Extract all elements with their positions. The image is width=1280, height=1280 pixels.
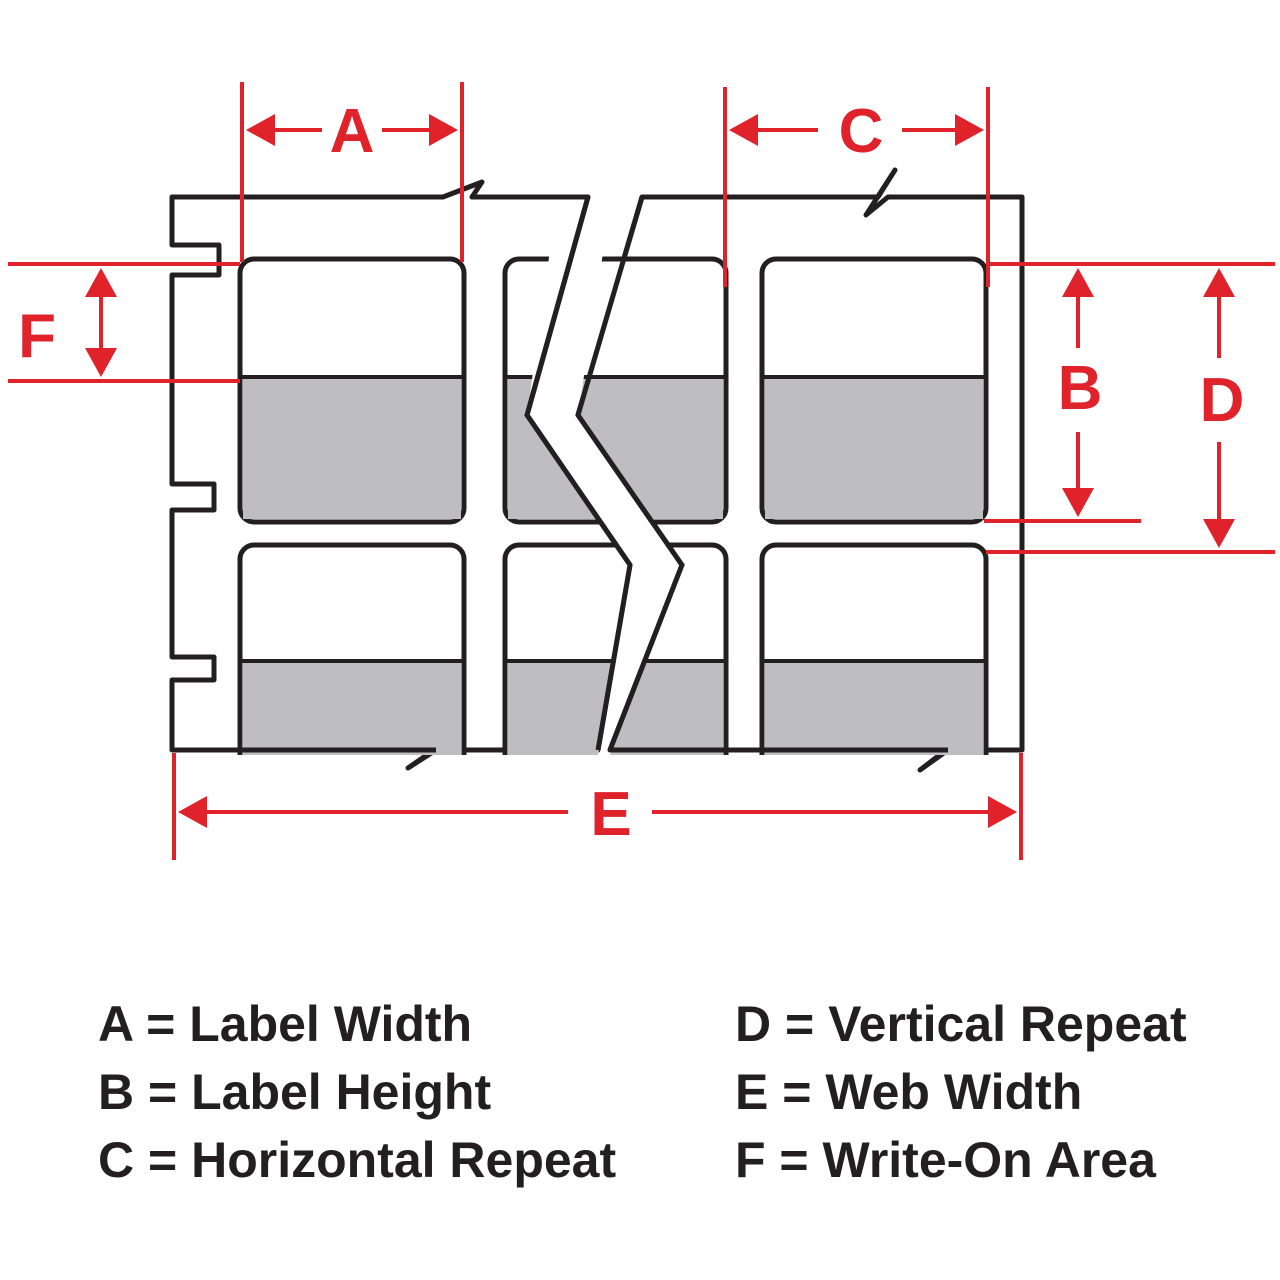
dimension-letter-d: D xyxy=(1200,366,1245,435)
dimension-letter-b: B xyxy=(1058,354,1103,423)
arrowhead xyxy=(1062,488,1094,517)
legend-item-a: A = Label Width xyxy=(98,996,473,1052)
arrowhead xyxy=(729,114,758,146)
arrowhead xyxy=(955,114,984,146)
arrowhead xyxy=(85,268,117,297)
arrowhead xyxy=(429,114,458,146)
write-on-area-bottom-right xyxy=(765,661,983,755)
break-edge-right xyxy=(575,196,685,751)
legend-item-f: F = Write-On Area xyxy=(735,1132,1156,1188)
arrowhead xyxy=(1062,268,1094,297)
arrowhead xyxy=(1203,519,1235,548)
legend-item-e: E = Web Width xyxy=(735,1064,1083,1120)
dimension-lines: A C F xyxy=(8,82,1275,860)
legend-right-column: D = Vertical Repeat E = Web Width F = Wr… xyxy=(735,990,1187,1194)
write-on-area-bottom-left xyxy=(243,661,461,755)
legend-left-column: A = Label Width B = Label Height C = Hor… xyxy=(98,990,616,1194)
break-edge-left xyxy=(524,196,633,751)
dimension-f: F xyxy=(8,262,240,383)
arrowhead xyxy=(988,796,1017,828)
arrowhead xyxy=(178,796,207,828)
dimension-e: E xyxy=(172,753,1023,860)
dimension-c: C xyxy=(723,87,990,287)
dimension-b: B xyxy=(984,262,1275,523)
dimension-letter-e: E xyxy=(590,780,631,849)
arrowhead xyxy=(1203,268,1235,297)
legend-item-d: D = Vertical Repeat xyxy=(735,996,1187,1052)
dimension-letter-f: F xyxy=(18,302,56,371)
legend-item-b: B = Label Height xyxy=(98,1064,492,1120)
arrowhead xyxy=(85,348,117,377)
legend-item-c: C = Horizontal Repeat xyxy=(98,1132,617,1188)
write-on-area-top-right xyxy=(765,377,983,519)
label-layout-drawing: A C F xyxy=(8,82,1275,860)
dimension-letter-c: C xyxy=(839,97,884,166)
dimension-letter-a: A xyxy=(330,97,375,166)
dimension-a: A xyxy=(240,82,464,262)
write-on-area-top-left xyxy=(243,377,461,519)
dimension-d: D xyxy=(986,268,1275,554)
arrowhead xyxy=(246,114,275,146)
